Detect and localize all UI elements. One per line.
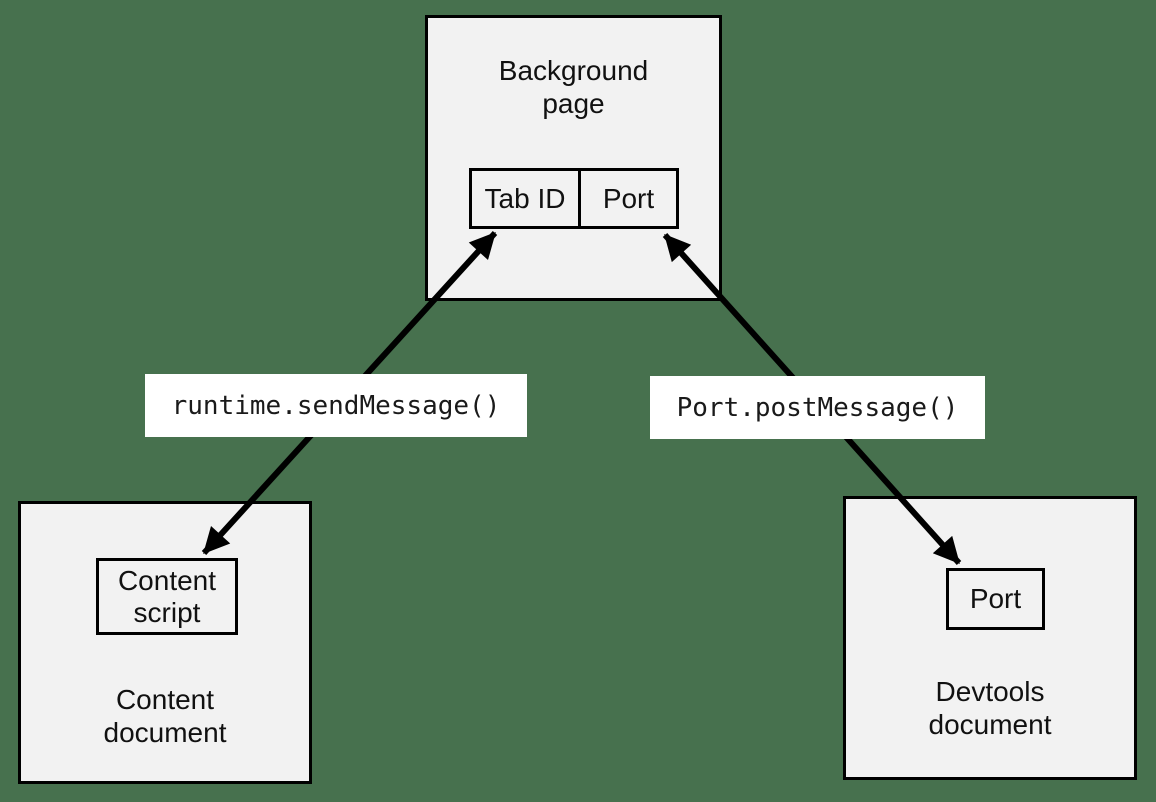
content-script-box: Content script [96, 558, 238, 635]
runtime-sendmessage-label: runtime.sendMessage() [145, 374, 527, 437]
tab-id-cell: Tab ID [472, 171, 581, 226]
background-page-title: Background page [498, 55, 649, 119]
devtools-document-node: Port Devtools document [843, 496, 1137, 780]
devtools-port-box: Port [946, 568, 1045, 630]
background-port-cell: Port [581, 171, 676, 226]
devtools-document-label: Devtools document [928, 676, 1052, 740]
content-document-node: Content script Content document [18, 501, 312, 784]
background-page-node: Background page Tab ID Port [425, 15, 722, 301]
background-page-cells: Tab ID Port [469, 168, 679, 229]
content-document-label: Content document [103, 684, 227, 748]
port-postmessage-label: Port.postMessage() [650, 376, 985, 439]
